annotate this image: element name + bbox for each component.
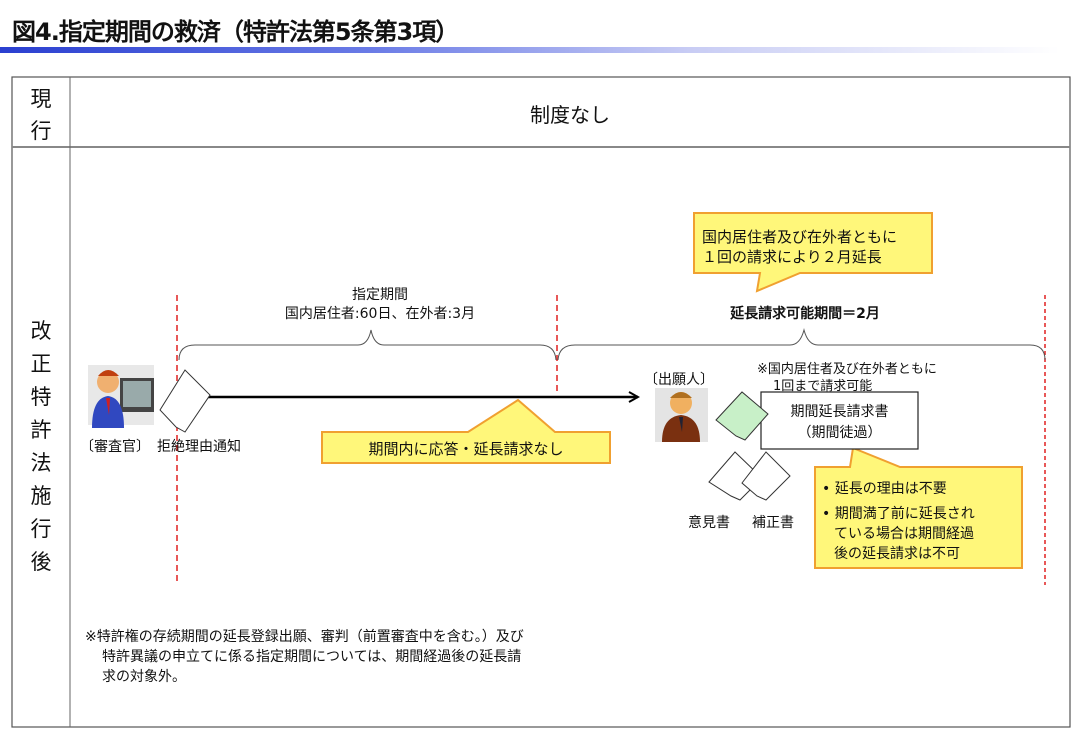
request-note-line1: ※国内居住者及び在外者ともに (757, 362, 937, 377)
callout-top (693, 212, 933, 293)
designated-period-detail: 国内居住者:60日、在外者:3月 (284, 306, 476, 322)
title-underline (0, 47, 1060, 53)
condition-1: 延長の理由は不要 (834, 481, 947, 497)
row-label-revised: 改正特許法施行後 (30, 319, 52, 574)
callout-conditions (814, 446, 1023, 569)
request-box-line1: 期間延長請求書 (790, 404, 889, 420)
extension-request-box (760, 391, 919, 450)
applicant-label: 〔出願人〕 (644, 372, 714, 388)
applicant-icon (655, 388, 708, 442)
request-note-line2: 1回まで請求可能 (773, 379, 873, 394)
table-frame (11, 76, 1071, 728)
rejection-notice-document-icon (159, 369, 211, 433)
brace-designated-period (178, 329, 557, 361)
callout-no-response (321, 398, 611, 464)
condition-2-line3: 後の延長請求は不可 (834, 546, 960, 562)
rejection-notice-label: 拒絶理由通知 (157, 439, 241, 455)
extension-request-document-icon (715, 391, 769, 441)
footnote-line2: 特許異議の申立てに係る指定期間については、期間経過後の延長請 (102, 649, 522, 665)
amendment-document-icon (741, 451, 791, 501)
request-box-line2: （期間徒過） (797, 425, 882, 441)
examiner-label: 〔審査官〕 (80, 439, 150, 455)
page-title: 図4.指定期間の救済（特許法第5条第3項） (12, 18, 459, 46)
current-content: 制度なし (530, 103, 610, 127)
amendment-label: 補正書 (752, 515, 794, 531)
condition-bullet-1: • 延長の理由は不要 (822, 481, 947, 497)
extension-period-label: 延長請求可能期間＝2月 (730, 306, 880, 322)
no-response-callout-text: 期間内に応答・延長請求なし (368, 440, 564, 458)
condition-2-line2: ている場合は期間経過 (834, 526, 974, 542)
row-label-current: 現行 (30, 87, 52, 143)
condition-bullet-2: • 期間満了前に延長され (822, 506, 975, 522)
designated-period-title: 指定期間 (352, 287, 408, 303)
top-callout-line1: 国内居住者及び在外者ともに (702, 228, 898, 246)
opinion-label: 意見書 (688, 515, 730, 531)
footnote-line1: ※特許権の存続期間の延長登録出願、審判（前置審査中を含む。）及び (85, 629, 524, 645)
top-callout-line2: １回の請求により２月延長 (702, 248, 882, 266)
condition-2-line1: 期間満了前に延長され (834, 506, 975, 522)
footnote-line3: 求の対象外。 (102, 669, 186, 685)
examiner-icon (88, 365, 154, 428)
brace-extension-period (557, 328, 1046, 361)
